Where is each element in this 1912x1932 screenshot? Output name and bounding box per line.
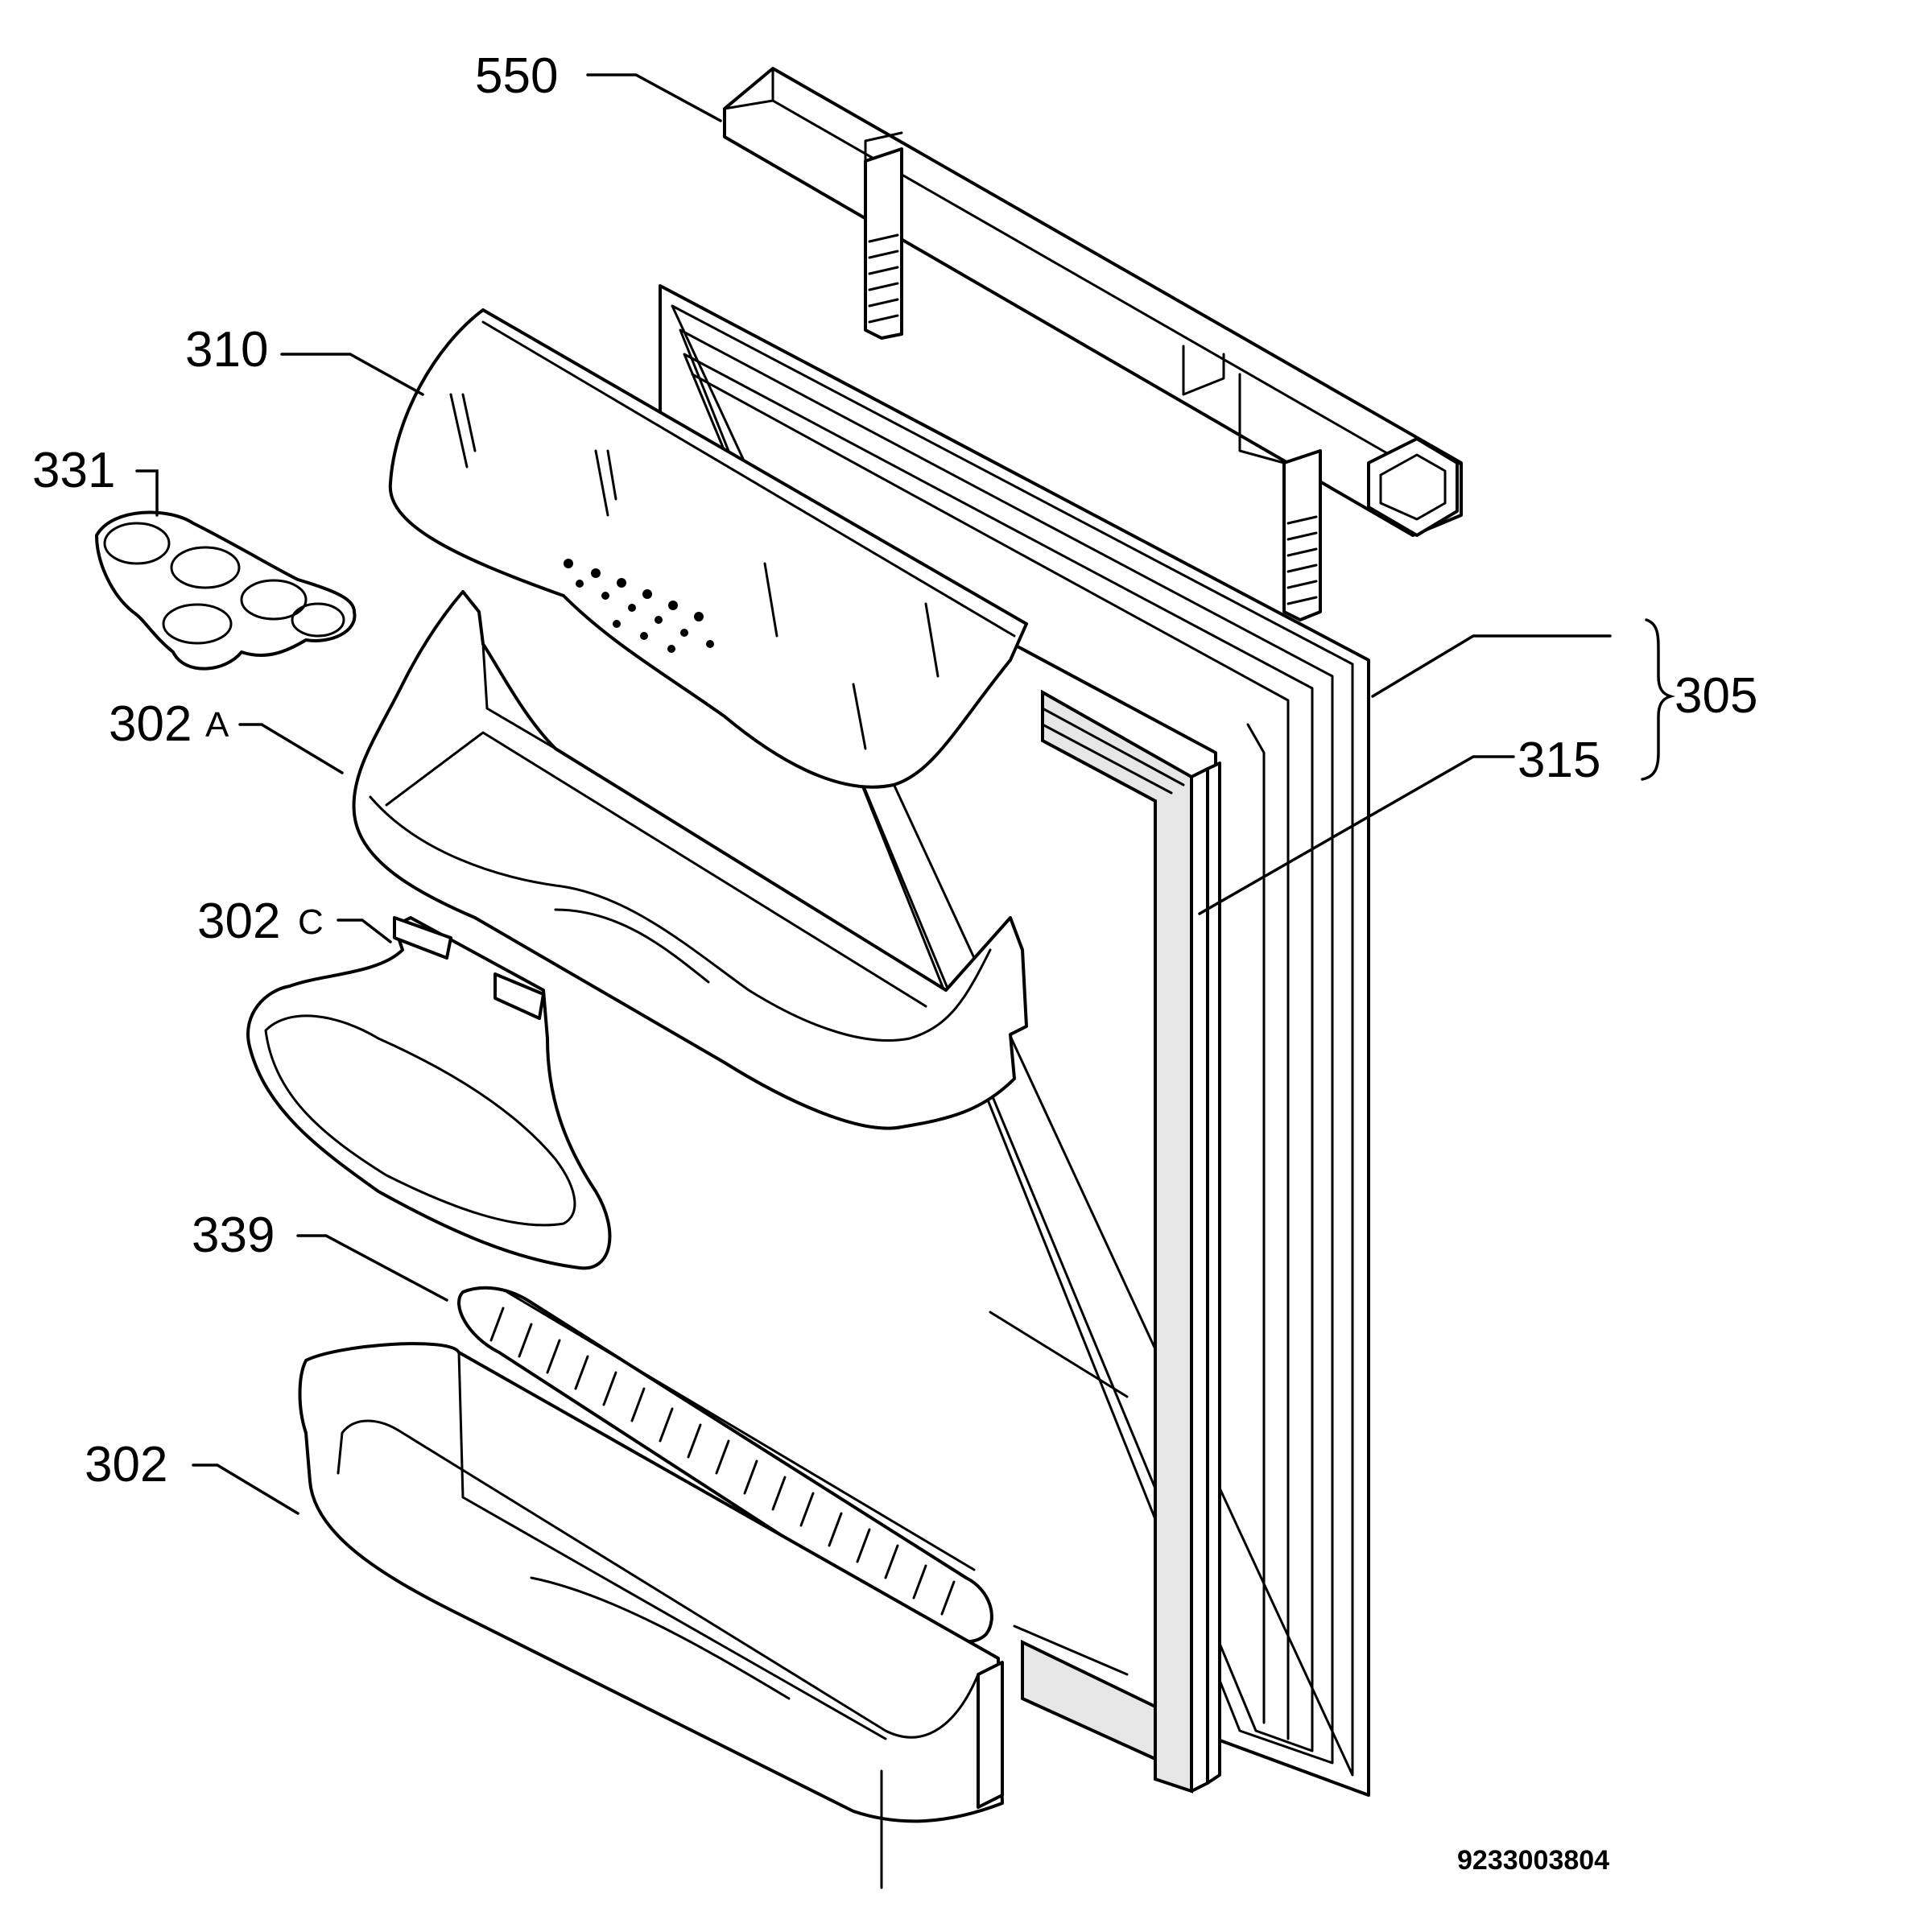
door-back-line-2 — [1013, 1624, 1129, 1676]
drawing-code: 9233003804 — [1457, 1845, 1609, 1876]
leader-302 — [192, 1463, 299, 1515]
bottle-holder-clip-2 — [493, 972, 545, 1020]
handle-grip-left — [864, 147, 903, 340]
label-302c-suffix: C — [298, 902, 324, 942]
door-bin-302-tab — [977, 1661, 1004, 1809]
bottle-holder-body — [246, 916, 612, 1270]
gasket-top-line-2 — [1041, 723, 1173, 795]
egg-cup-2 — [170, 546, 241, 589]
door-frame-inner-corner — [1246, 723, 1266, 1724]
door-bin-302a-rim — [369, 795, 992, 1042]
can-holder-339 — [457, 1286, 993, 1644]
handle-collar-left — [864, 131, 903, 163]
bottle-holder-302c — [246, 916, 612, 1270]
shelf-lid-vent-holes — [564, 559, 714, 653]
shelf-lid-glare — [449, 393, 939, 750]
door-frame-ridge-4 — [691, 373, 1290, 1740]
egg-cup-5 — [291, 602, 345, 638]
door-gasket — [989, 689, 1221, 1794]
egg-cup-4 — [162, 603, 233, 645]
leader-302a — [238, 723, 344, 774]
handle-collar-right — [1238, 373, 1286, 464]
egg-cup-1 — [103, 522, 171, 565]
handle-bar-end-left — [723, 99, 774, 110]
gasket-edge-1 — [1190, 767, 1209, 1793]
door-frame-ridge-2 — [679, 328, 1334, 1765]
gasket-strip-right — [1041, 689, 1193, 1794]
label-302a-number: 302 — [109, 696, 192, 752]
label-302c-number: 302 — [197, 894, 280, 949]
bottle-holder-inner — [264, 1014, 576, 1227]
label-310: 310 — [185, 322, 268, 378]
label-302: 302 — [85, 1437, 167, 1492]
label-315: 315 — [1518, 733, 1600, 788]
door-bin-302a-curve — [554, 908, 710, 984]
leader-315 — [1198, 755, 1515, 915]
door-frame-ridge-3 — [683, 353, 1314, 1752]
egg-cup-3 — [240, 579, 308, 621]
label-550: 550 — [475, 48, 558, 104]
door-bin-302a — [352, 590, 1028, 1130]
handle-notch — [1182, 345, 1225, 396]
can-holder-ribs — [489, 1307, 956, 1616]
door-bin-302-inner — [457, 1351, 887, 1740]
leader-339 — [296, 1234, 448, 1302]
egg-tray — [95, 510, 357, 671]
shelf-lid-body — [388, 308, 1028, 789]
gasket-strip-bottom — [1021, 1639, 1157, 1762]
door-bin-302-curve — [530, 1576, 791, 1700]
handle-end-cap — [1367, 437, 1459, 537]
leader-305 — [1371, 634, 1612, 698]
door-back-line-1 — [989, 1311, 1129, 1398]
handle-end-cap-recess — [1379, 453, 1447, 521]
handle-grip-left-ribs — [868, 233, 899, 324]
leader-310 — [280, 353, 424, 396]
door-bin-302-rim — [337, 1419, 980, 1739]
label-302a-suffix: A — [205, 705, 229, 745]
leader-550 — [586, 73, 722, 122]
can-holder-top-rail — [506, 1290, 976, 1571]
door-bin-302a-inner-left — [481, 642, 557, 750]
label-305: 305 — [1675, 668, 1757, 724]
egg-tray-body — [95, 510, 357, 671]
leader-331 — [135, 469, 159, 517]
bottle-holder-clip-1 — [393, 916, 452, 960]
shelf-lid-rim — [481, 320, 1016, 638]
label-331: 331 — [32, 443, 115, 498]
gasket-edge-2 — [1206, 762, 1221, 1785]
can-holder-body — [457, 1286, 993, 1644]
door-bin-302 — [298, 1342, 1004, 1889]
door-bin-302a-floor — [385, 731, 927, 1008]
callout-labels: 550 310 331 302 A 302 C 339 302 305 315 … — [32, 48, 1757, 1876]
handle-grip-right-ribs — [1286, 515, 1318, 605]
leader-302c — [337, 919, 392, 943]
label-339: 339 — [192, 1208, 275, 1263]
gasket-top-line — [1041, 707, 1185, 786]
door-bin-302-body — [298, 1342, 1004, 1823]
handle-bar — [723, 67, 1463, 621]
leader-lines — [135, 73, 1676, 1515]
brace-305 — [1641, 618, 1676, 781]
shelf-lid — [388, 308, 1028, 789]
